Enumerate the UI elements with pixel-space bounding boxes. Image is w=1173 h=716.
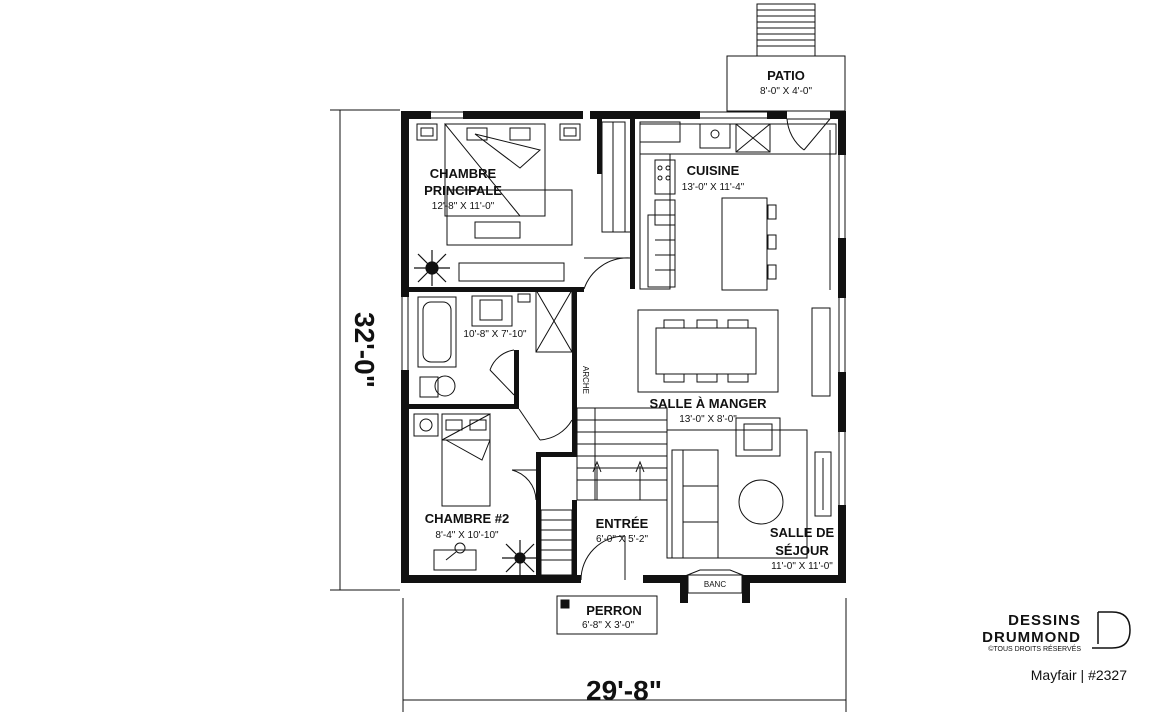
- room-labels: PATIO 8'-0" X 4'-0" CHAMBRE PRINCIPALE 1…: [424, 68, 834, 631]
- brand-line1: DESSINS: [1008, 612, 1081, 629]
- patio: [726, 3, 846, 151]
- bedroom2-name: CHAMBRE #2: [425, 511, 510, 526]
- porch-name: PERRON: [586, 603, 642, 618]
- stairs: [540, 407, 668, 576]
- entry-porch: [556, 535, 751, 635]
- patio-name: PATIO: [767, 68, 805, 83]
- entry-dims: 6'-0" X 5'-2": [596, 534, 649, 545]
- kitchen-furniture: [639, 121, 837, 291]
- living-furniture: [666, 417, 832, 559]
- brand-line2: DRUMMOND: [982, 629, 1081, 646]
- arch-label: ARCHE: [581, 366, 590, 394]
- brand-block: DESSINS DRUMMOND ©TOUS DROITS RÉSERVÉS: [982, 612, 1081, 653]
- porch-dims: 6'-8" X 3'-0": [582, 620, 635, 631]
- bathroom-dims: 10'-8" X 7'-10": [463, 329, 527, 340]
- dining-table: [637, 307, 831, 397]
- patio-dims: 8'-0" X 4'-0": [760, 86, 813, 97]
- master-bedroom-name-2: PRINCIPALE: [424, 183, 502, 198]
- bench-label: BANC: [704, 580, 726, 589]
- brand-rights: ©TOUS DROITS RÉSERVÉS: [988, 646, 1081, 653]
- plant-icon: [414, 250, 450, 286]
- drummond-logo-icon: [1092, 611, 1131, 649]
- interior-walls: [409, 119, 635, 575]
- dimension-lines: [330, 109, 847, 712]
- living-name-1: SALLE DE: [770, 525, 835, 540]
- bathroom-fixtures: [417, 289, 573, 441]
- bedroom2-dims: 8'-4" X 10'-10": [435, 530, 499, 541]
- overall-width: 29'-8": [586, 675, 662, 706]
- living-dims: 11'-0" X 11'-0": [771, 561, 833, 572]
- windows: [401, 111, 846, 505]
- master-bedroom-name-1: CHAMBRE: [430, 166, 497, 181]
- kitchen-name: CUISINE: [687, 163, 740, 178]
- master-bedroom-furniture: [416, 121, 631, 290]
- exterior-walls: [401, 111, 846, 603]
- bedroom2-furniture: [413, 413, 537, 571]
- model-name: Mayfair | #2327: [1030, 667, 1127, 683]
- kitchen-dims: 13'-0" X 11'-4": [682, 182, 745, 193]
- overall-depth: 32'-0": [349, 312, 380, 388]
- dining-dims: 13'-0" X 8'-0": [679, 414, 737, 425]
- master-bedroom-dims: 12'-8" X 11'-0": [432, 201, 495, 212]
- living-name-2: SÉJOUR: [775, 543, 829, 558]
- dining-name: SALLE À MANGER: [650, 396, 768, 411]
- entry-name: ENTRÉE: [596, 516, 649, 531]
- plant-icon-2: [502, 540, 538, 576]
